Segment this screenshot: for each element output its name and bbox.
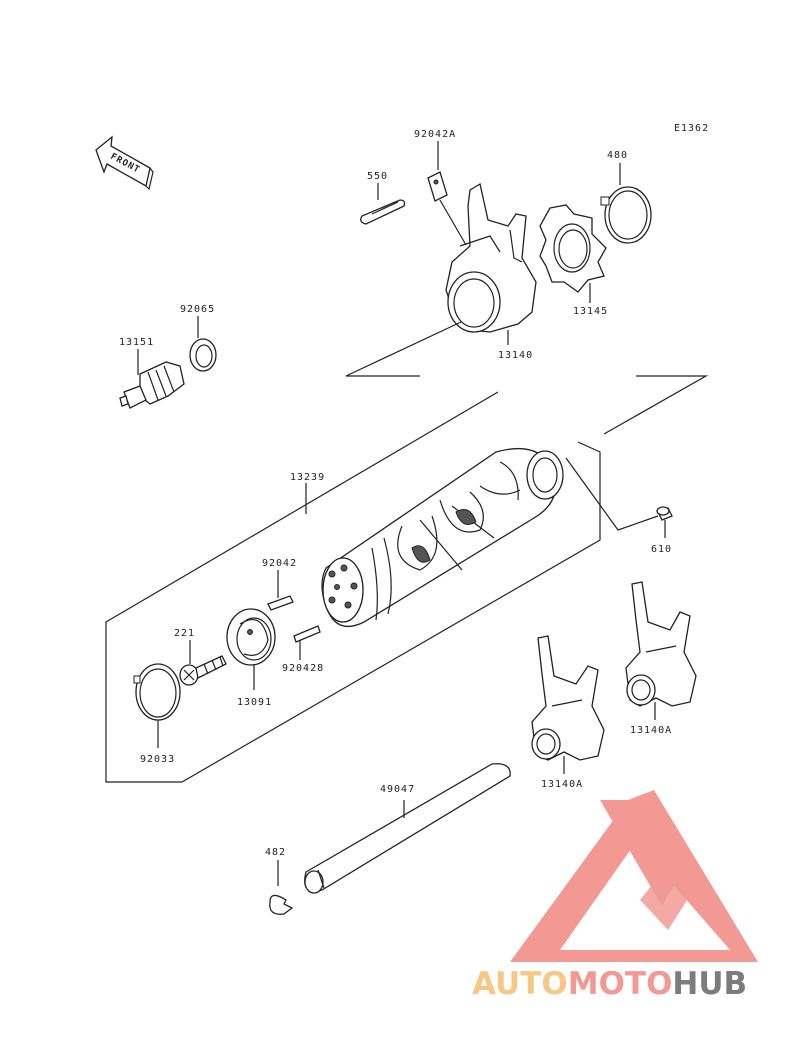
label-92033: 92033 xyxy=(140,754,175,765)
screw-221 xyxy=(179,655,227,686)
shift-drum-13239 xyxy=(321,448,564,627)
svg-text:AUTOMOTOHUB: AUTOMOTOHUB xyxy=(472,966,747,1002)
pin-92042a xyxy=(427,171,448,202)
switch-13151 xyxy=(119,361,185,409)
shift-fork-13140a-right xyxy=(625,581,697,707)
label-920428: 920428 xyxy=(282,663,324,674)
diagram-code: E1362 xyxy=(674,123,709,134)
eclip-482 xyxy=(269,894,294,915)
label-49047: 49047 xyxy=(380,784,415,795)
shift-fork-13140 xyxy=(445,182,537,333)
washer-92065 xyxy=(189,338,217,372)
logo-word-auto: AUTO xyxy=(472,966,568,1002)
pin-610 xyxy=(656,506,673,521)
label-482: 482 xyxy=(265,847,286,858)
circlip-480 xyxy=(600,186,652,244)
label-550: 550 xyxy=(367,171,388,182)
label-13140a-left: 13140A xyxy=(541,779,583,790)
label-480: 480 xyxy=(607,150,628,161)
label-13151: 13151 xyxy=(119,337,154,348)
pin-920428 xyxy=(293,625,321,643)
label-13140a-right: 13140A xyxy=(630,725,672,736)
cotter-pin-550 xyxy=(360,199,406,225)
label-221: 221 xyxy=(174,628,195,639)
logo-word-hub: HUB xyxy=(672,966,747,1002)
label-92042a: 92042A xyxy=(414,129,456,140)
label-13239: 13239 xyxy=(290,472,325,483)
plate-13145 xyxy=(539,204,607,293)
watermark-logo: AUTOMOTOHUB xyxy=(472,790,758,1002)
label-92065: 92065 xyxy=(180,304,215,315)
label-13145: 13145 xyxy=(573,306,608,317)
circlip-92033 xyxy=(133,663,181,721)
label-92042: 92042 xyxy=(262,558,297,569)
plate-13091 xyxy=(226,608,276,666)
shift-fork-13140a-left xyxy=(531,635,605,761)
label-13140: 13140 xyxy=(498,350,533,361)
label-610: 610 xyxy=(651,544,672,555)
logo-triangle-icon xyxy=(510,790,758,962)
logo-word-moto: MOTO xyxy=(568,966,673,1002)
pin-92042 xyxy=(267,595,294,611)
label-13091: 13091 xyxy=(237,697,272,708)
front-arrow-icon: FRONT xyxy=(95,135,154,191)
shaft-49047 xyxy=(304,763,511,894)
